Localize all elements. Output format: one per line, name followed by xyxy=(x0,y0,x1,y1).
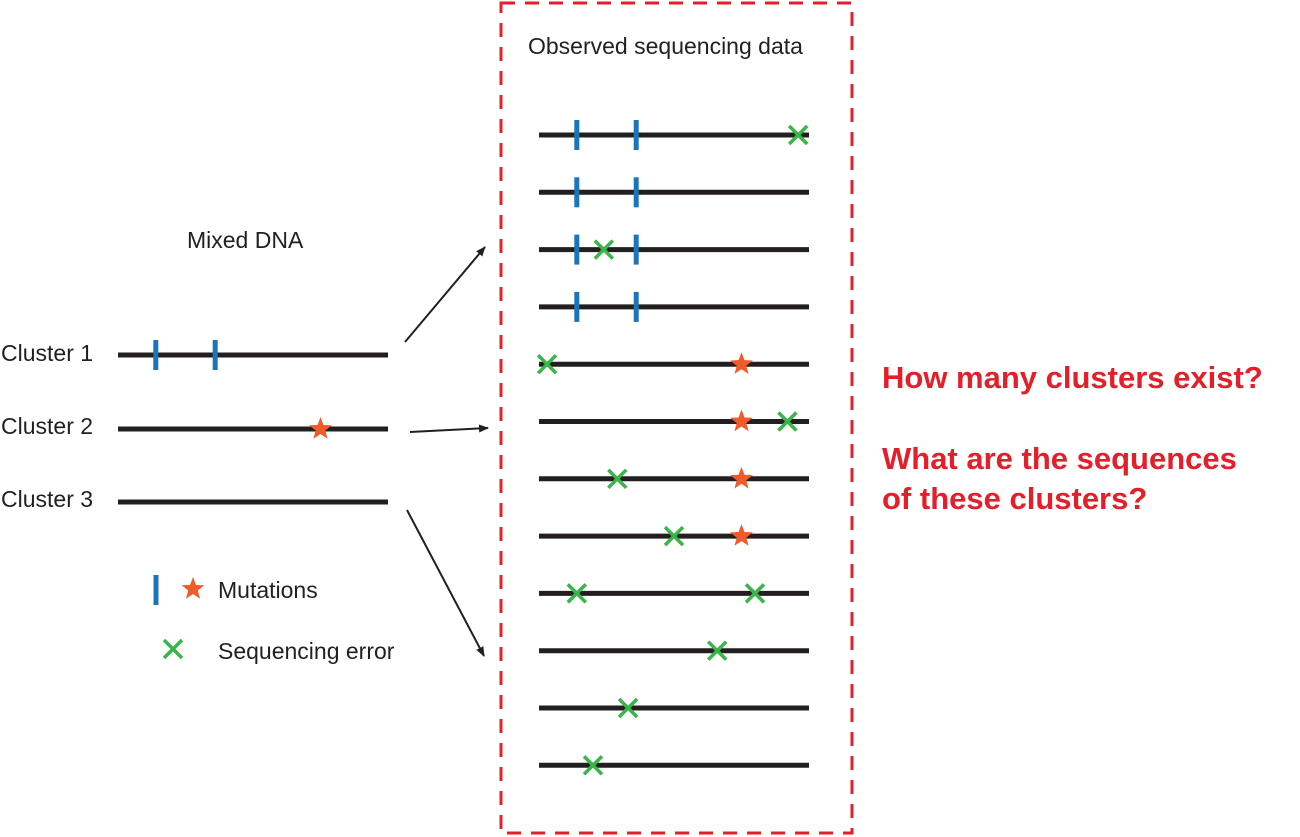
read-1-x-stroke-b xyxy=(787,124,809,146)
observed-data-box xyxy=(499,1,854,835)
question-cluster-sequences-line2: of these clusters? xyxy=(882,481,1148,516)
read-7-sequencing-error-x xyxy=(607,468,628,490)
observed-data-title: Observed sequencing data xyxy=(528,33,803,59)
read-12-sequencing-error-x xyxy=(582,755,604,776)
read-11-x-stroke-b xyxy=(617,697,639,719)
cluster-1-label: Cluster 1 xyxy=(1,340,94,366)
read-11-sequencing-error-x xyxy=(617,697,639,719)
arrow-cluster1-to-reads xyxy=(404,246,486,343)
read-6-sequencing-error-x xyxy=(777,411,798,432)
read-1-sequencing-error-x xyxy=(787,124,809,146)
read-9-sequencing-error-x xyxy=(744,583,766,604)
read-3-sequencing-error-x xyxy=(593,239,615,260)
cluster-2-mutation-star xyxy=(309,417,332,439)
read-12-x-stroke-b xyxy=(582,755,604,776)
cluster-lines xyxy=(118,340,388,505)
read-9-x-stroke-b xyxy=(566,583,588,604)
legend-mutation-star xyxy=(181,577,205,599)
arrows xyxy=(404,246,489,657)
read-9-x-stroke-b xyxy=(744,583,766,604)
read-5-sequencing-error-x xyxy=(536,353,558,375)
read-8-x-stroke-b xyxy=(663,525,685,547)
read-6-mutation-star xyxy=(730,409,753,432)
read-8-mutation-star xyxy=(730,524,753,546)
question-how-many-clusters: How many clusters exist? xyxy=(882,360,1263,395)
legend-sequencing-error-x xyxy=(162,638,184,660)
read-7-mutation-star xyxy=(730,466,753,489)
arrow-cluster3-to-reads xyxy=(406,509,485,657)
legend-symbols xyxy=(153,575,205,660)
read-9-sequencing-error-x xyxy=(566,583,588,604)
cluster-2-label: Cluster 2 xyxy=(1,413,94,439)
sequencing-reads xyxy=(536,120,809,776)
read-5-mutation-star xyxy=(730,352,753,374)
read-10-x-stroke-b xyxy=(706,640,728,661)
mixed-dna-title: Mixed DNA xyxy=(187,227,304,253)
read-7-x-stroke-b xyxy=(607,468,628,490)
legend-x-stroke-b xyxy=(162,638,184,660)
legend-sequencing-error-label: Sequencing error xyxy=(218,638,395,664)
read-6-x-stroke-b xyxy=(777,411,798,432)
read-3-x-stroke-b xyxy=(593,239,615,260)
cluster-3-label: Cluster 3 xyxy=(1,486,94,512)
arrow-cluster2-to-reads xyxy=(409,424,489,433)
read-10-sequencing-error-x xyxy=(706,640,728,661)
question-cluster-sequences-line1: What are the sequences xyxy=(882,441,1237,476)
read-5-x-stroke-b xyxy=(536,353,558,375)
read-8-sequencing-error-x xyxy=(663,525,685,547)
legend-mutations-label: Mutations xyxy=(218,577,318,603)
